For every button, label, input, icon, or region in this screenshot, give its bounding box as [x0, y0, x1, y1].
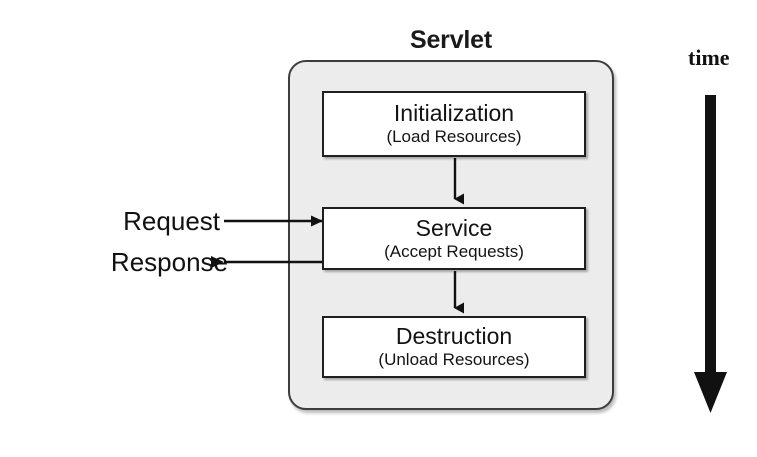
- time-axis-arrow: [694, 95, 727, 413]
- stage-box-initialization: Initialization (Load Resources): [322, 91, 586, 157]
- stage-title-destruction: Destruction: [395, 323, 513, 349]
- response-label: Response: [110, 247, 228, 277]
- stage-subtitle-initialization: (Load Resources): [386, 127, 522, 146]
- stage-title-initialization: Initialization: [393, 100, 515, 126]
- request-label: Request: [123, 206, 220, 236]
- stage-title-service: Service: [415, 214, 493, 241]
- page-title: Servlet: [410, 26, 492, 54]
- stage-box-destruction: Destruction (Unload Resources): [322, 316, 586, 378]
- stage-subtitle-destruction: (Unload Resources): [378, 350, 530, 369]
- stage-subtitle-service: (Accept Requests): [384, 241, 524, 261]
- stage-box-service: Service (Accept Requests): [322, 207, 586, 270]
- time-axis-label: time: [688, 45, 730, 70]
